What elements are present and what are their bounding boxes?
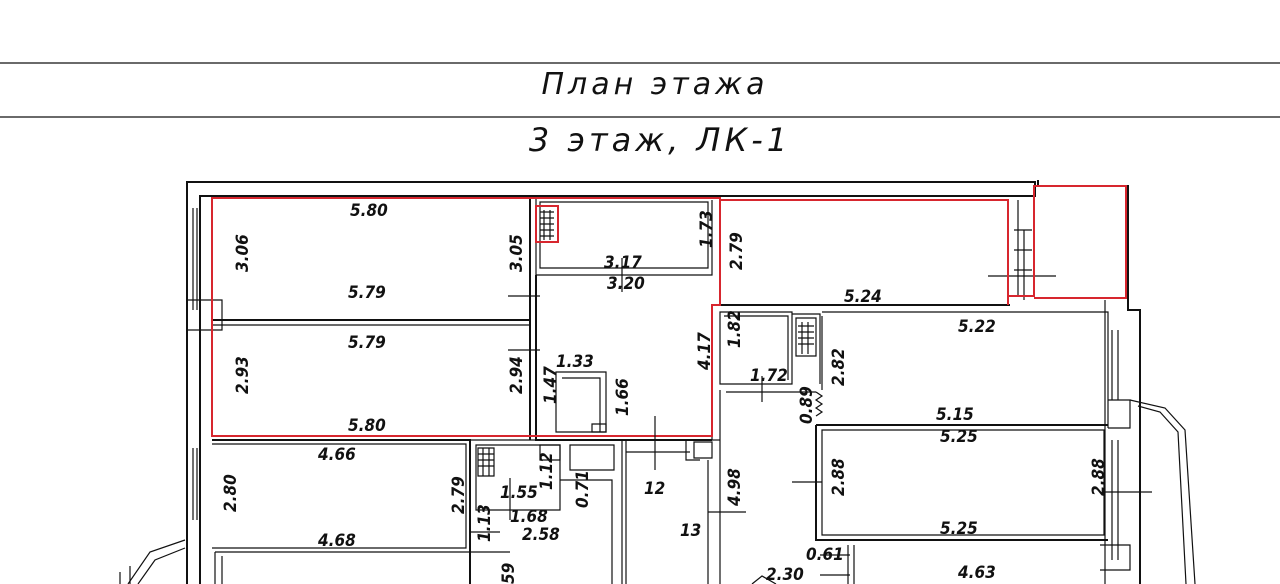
dim-label: 5.80 xyxy=(350,201,388,221)
dim-label: 0.89 xyxy=(797,386,817,424)
hatch-marks xyxy=(477,205,814,477)
dim-label: 5.24 xyxy=(844,287,882,307)
dimension-labels: 5.80 3.06 3.05 5.79 1.73 3.17 3.20 2.79 … xyxy=(221,201,1109,584)
dim-label: 59 xyxy=(499,563,519,584)
dim-label: 4.66 xyxy=(317,445,356,465)
dim-label: 0.71 xyxy=(573,470,593,508)
dim-label: 5.79 xyxy=(348,333,386,353)
dim-label: 2.94 xyxy=(507,356,527,394)
dim-label: 4.98 xyxy=(725,468,745,507)
dim-label: 1.82 xyxy=(725,310,745,348)
dim-label: 5.15 xyxy=(936,405,974,425)
highlighted-apartment xyxy=(211,185,1127,437)
plan-subtitle: 3 этаж, ЛК-1 xyxy=(529,121,791,159)
dim-label: 2.88 xyxy=(1089,458,1109,496)
dim-label: 1.68 xyxy=(510,507,548,527)
dim-label: 3.06 xyxy=(233,234,253,272)
dim-label: 1.47 xyxy=(541,366,561,404)
dim-label: 1.72 xyxy=(750,366,788,386)
dim-label: 5.25 xyxy=(940,427,978,447)
dim-label: 3.20 xyxy=(607,274,645,294)
dim-label: 1.33 xyxy=(556,352,594,372)
dim-label: 13 xyxy=(680,521,701,541)
dimension-ticks xyxy=(470,258,1152,533)
dim-label: 2.30 xyxy=(766,565,804,584)
dim-label: 5.79 xyxy=(348,283,386,303)
dim-label: 1.12 xyxy=(537,452,557,490)
dim-label: 0.61 xyxy=(806,545,844,565)
dim-label: 5.25 xyxy=(940,519,978,539)
dim-label: 1.55 xyxy=(500,483,538,503)
dim-label: 3.05 xyxy=(507,234,527,272)
dim-label: 2.79 xyxy=(727,232,747,270)
dim-label: 1.66 xyxy=(613,378,633,416)
dim-label: 4.63 xyxy=(957,563,996,583)
dim-label: 2.82 xyxy=(829,348,849,386)
dim-label: 2.79 xyxy=(449,476,469,514)
dim-label: 4.68 xyxy=(317,531,356,551)
dim-label: 4.17 xyxy=(695,332,715,371)
dim-label: 1.73 xyxy=(697,210,717,248)
dim-label: 5.22 xyxy=(958,317,996,337)
dim-label: 1.13 xyxy=(475,504,495,542)
dim-label: 12 xyxy=(644,479,665,499)
dim-label: 5.80 xyxy=(348,416,386,436)
dim-label: 2.93 xyxy=(233,356,253,394)
dim-label: 2.88 xyxy=(829,458,849,496)
dim-label: 2.80 xyxy=(221,474,241,512)
dim-label: 2.58 xyxy=(522,525,560,545)
plan-title: План этажа xyxy=(541,67,768,102)
dim-label: 3.17 xyxy=(604,253,642,273)
